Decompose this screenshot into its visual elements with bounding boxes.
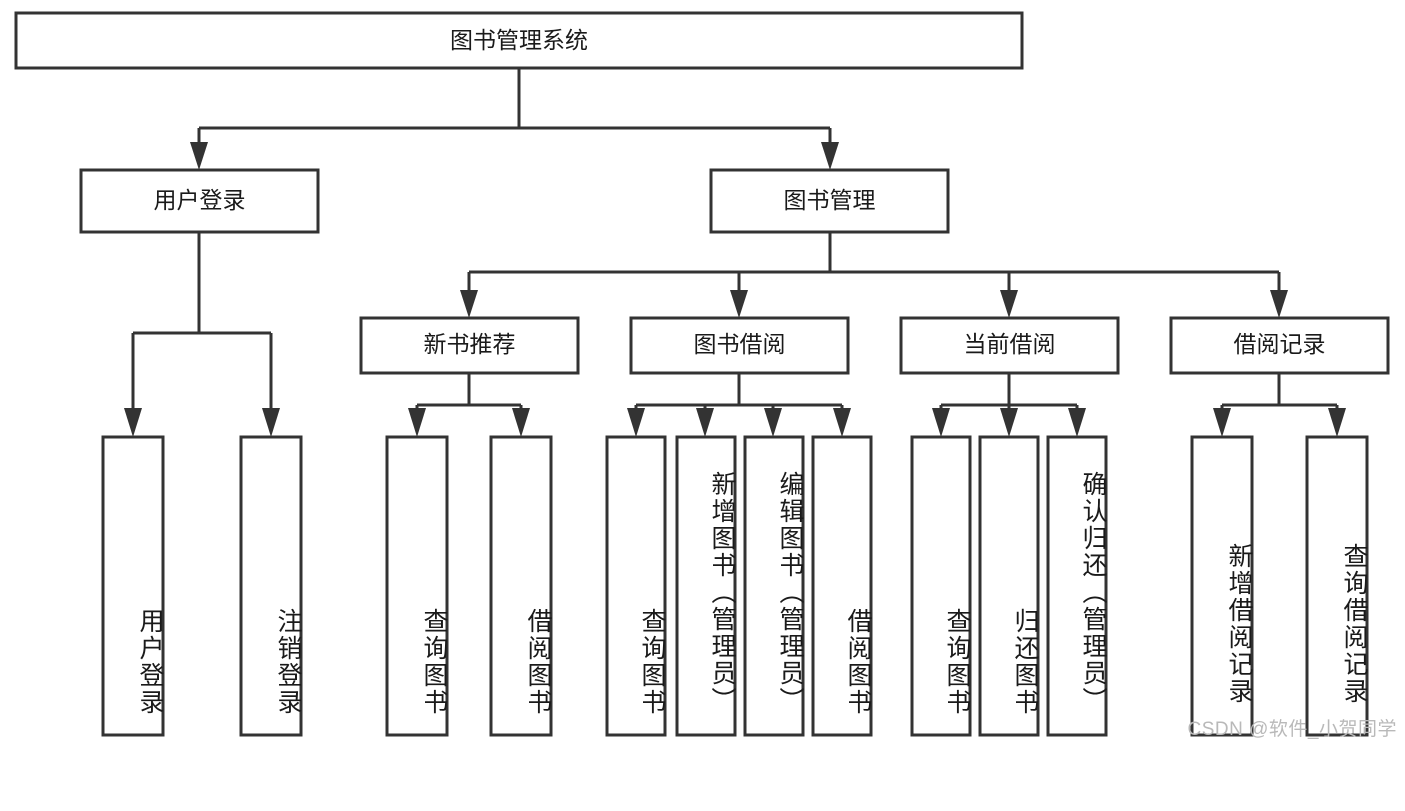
node-leaf-current-borrow-2[interactable] <box>978 435 1040 737</box>
node-book-manage-label: 图书管理 <box>784 187 876 213</box>
node-borrow-record[interactable] <box>1169 316 1390 375</box>
arrow-leaf-book-borrow-3 <box>764 408 782 437</box>
node-book-borrow[interactable] <box>629 316 850 375</box>
node-leaf-book-borrow-1[interactable] <box>605 435 667 737</box>
arrow-leaf-book-borrow-2 <box>696 408 714 437</box>
node-layer: 图书管理系统 用户登录 图书管理 新书推荐 图书借阅 当前借阅 借阅记录 <box>14 11 1390 737</box>
node-root[interactable] <box>14 11 1024 70</box>
diagram-canvas: 图书管理系统 用户登录 图书管理 新书推荐 图书借阅 当前借阅 借阅记录 <box>14 11 1397 740</box>
arrow-to-user-login <box>190 142 208 170</box>
arrow-to-current-borrow <box>1000 290 1018 318</box>
node-root-label: 图书管理系统 <box>450 27 588 53</box>
node-book-borrow-label: 图书借阅 <box>694 331 786 357</box>
arrow-leaf-book-borrow-4 <box>833 408 851 437</box>
arrow-leaf-borrow-record-1 <box>1213 408 1231 437</box>
node-user-login-label: 用户登录 <box>154 187 246 213</box>
node-leaf-new-book-2[interactable] <box>489 435 553 737</box>
node-new-book-recommend-label: 新书推荐 <box>424 331 516 357</box>
node-user-login[interactable] <box>79 168 320 234</box>
arrow-leaf-user-login-2 <box>262 408 280 437</box>
node-leaf-book-borrow-2[interactable] <box>675 435 737 737</box>
arrow-leaf-book-borrow-1 <box>627 408 645 437</box>
node-current-borrow-label: 当前借阅 <box>964 331 1056 357</box>
arrow-leaf-borrow-record-2 <box>1328 408 1346 437</box>
connector-layer <box>124 68 1346 437</box>
diagram-svg: 图书管理系统 用户登录 图书管理 新书推荐 图书借阅 当前借阅 借阅记录 <box>14 11 1390 737</box>
node-leaf-user-login-1[interactable] <box>101 435 165 737</box>
node-leaf-borrow-record-1[interactable] <box>1190 435 1254 737</box>
arrow-leaf-current-borrow-3 <box>1068 408 1086 437</box>
arrow-leaf-new-book-2 <box>512 408 530 437</box>
node-leaf-borrow-record-2[interactable] <box>1305 435 1369 737</box>
arrow-to-borrow-record <box>1270 290 1288 318</box>
node-leaf-book-borrow-3[interactable] <box>743 435 805 737</box>
node-leaf-new-book-1[interactable] <box>385 435 449 737</box>
arrow-leaf-new-book-1 <box>408 408 426 437</box>
node-leaf-current-borrow-3[interactable] <box>1046 435 1108 737</box>
arrow-leaf-current-borrow-2 <box>1000 408 1018 437</box>
arrow-leaf-current-borrow-1 <box>932 408 950 437</box>
arrow-to-book-manage <box>821 142 839 170</box>
node-book-manage[interactable] <box>709 168 950 234</box>
arrow-to-new-book <box>460 290 478 318</box>
node-borrow-record-label: 借阅记录 <box>1234 331 1326 357</box>
node-leaf-current-borrow-1[interactable] <box>910 435 972 737</box>
node-leaf-user-login-2[interactable] <box>239 435 303 737</box>
arrow-leaf-user-login-1 <box>124 408 142 437</box>
arrow-to-book-borrow <box>730 290 748 318</box>
watermark-text: CSDN @软件_小贺同学 <box>1187 719 1397 740</box>
node-new-book-recommend[interactable] <box>359 316 580 375</box>
node-leaf-book-borrow-4[interactable] <box>811 435 873 737</box>
node-current-borrow[interactable] <box>899 316 1120 375</box>
